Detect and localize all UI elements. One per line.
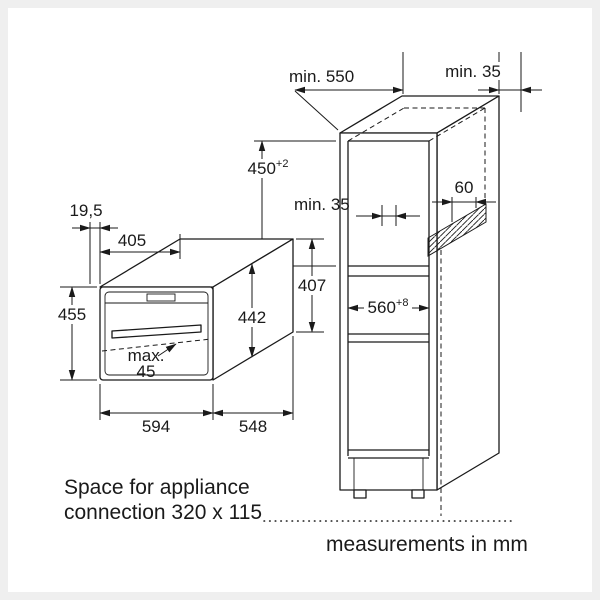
dim-407: 407	[295, 238, 329, 333]
cabinet-side-face	[436, 95, 500, 491]
dim-60: 60	[432, 178, 496, 222]
dim-max-45: max. 45	[128, 343, 177, 381]
vent-hatch-area	[427, 203, 487, 257]
cabinet-interior-lines	[347, 140, 430, 490]
units-note: measurements in mm	[326, 533, 528, 556]
dim-max-45-label-line2: 45	[137, 362, 156, 381]
dim-19-5: 19,5	[69, 201, 118, 284]
dim-min-550-label: min. 550	[289, 67, 354, 86]
dim-405-label: 405	[118, 231, 146, 250]
dim-min-35-wall: min. 35	[438, 52, 542, 112]
dim-405: 405	[99, 231, 181, 259]
dim-min-550: min. 550	[289, 52, 404, 131]
oven-handle	[111, 324, 202, 339]
cabinet-feet	[353, 489, 425, 499]
connection-note-line2: connection 320 x 115	[64, 501, 262, 524]
dim-19-5-label: 19,5	[69, 201, 102, 220]
dim-594-label: 594	[142, 417, 170, 436]
dim-548: 548	[212, 336, 294, 436]
dim-442: 442	[235, 263, 269, 358]
dim-594: 594	[99, 384, 214, 436]
dim-548-label: 548	[239, 417, 267, 436]
dim-max-45-label-line1: max.	[128, 346, 165, 365]
notes: Space for appliance connection 320 x 115…	[64, 476, 528, 556]
dim-450-label: 450+2	[248, 158, 289, 178]
dim-560-label: 560+8	[368, 297, 409, 317]
dim-min-35-rear-label: min. 35	[294, 195, 350, 214]
oven-door-outline	[104, 291, 209, 376]
appliance-hidden-outline	[347, 107, 486, 516]
dim-442-label: 442	[238, 308, 266, 327]
connection-note-line1: Space for appliance	[64, 476, 250, 499]
dim-455-label: 455	[58, 305, 86, 324]
dim-min-35-rear: min. 35	[294, 195, 420, 226]
door-protrusion-dashed-line	[101, 338, 212, 352]
cabinet-drawing	[339, 95, 500, 516]
dim-60-label: 60	[455, 178, 474, 197]
dim-407-label: 407	[298, 276, 326, 295]
oven-dimensions: 19,5 405 455 442 407	[54, 201, 329, 436]
dim-min-35-wall-label: min. 35	[445, 62, 501, 81]
oven-display	[146, 293, 176, 302]
dim-455: 455	[54, 286, 97, 381]
dim-560: 560+8	[347, 297, 430, 317]
